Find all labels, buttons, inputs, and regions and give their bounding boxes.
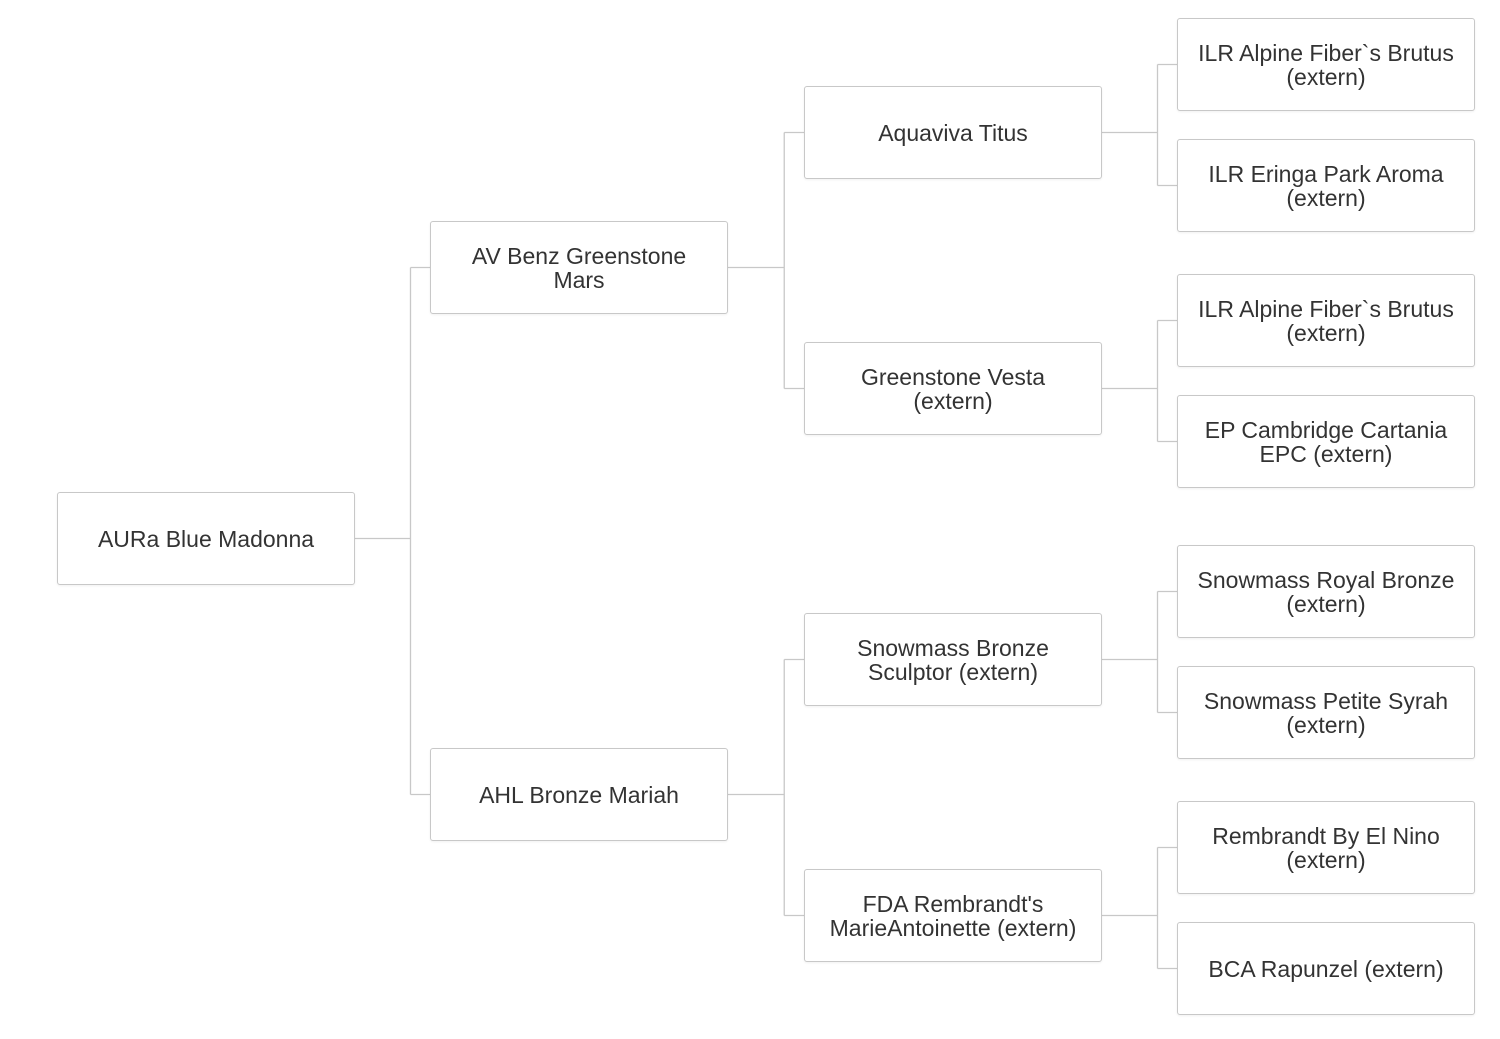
node-label: AV Benz Greenstone Mars: [471, 242, 687, 293]
node-label: Rembrandt By El Nino (extern): [1212, 822, 1440, 873]
node-label: Snowmass Petite Syrah (extern): [1203, 687, 1449, 738]
pedigree-node-sire-sire[interactable]: Aquaviva Titus: [804, 86, 1102, 179]
node-label: AURa Blue Madonna: [97, 525, 315, 552]
pedigree-node-sire-sire-sire[interactable]: ILR Alpine Fiber`s Brutus (extern): [1177, 18, 1475, 111]
node-label: ILR Eringa Park Aroma (extern): [1208, 160, 1444, 211]
pedigree-node-sire[interactable]: AV Benz Greenstone Mars: [430, 221, 728, 314]
node-label: Snowmass Bronze Sculptor (extern): [857, 634, 1049, 685]
node-label: ILR Alpine Fiber`s Brutus (extern): [1198, 295, 1454, 346]
pedigree-node-sire-dam[interactable]: Greenstone Vesta (extern): [804, 342, 1102, 435]
node-label: AHL Bronze Mariah: [479, 781, 679, 808]
pedigree-node-dam-sire[interactable]: Snowmass Bronze Sculptor (extern): [804, 613, 1102, 706]
pedigree-node-root[interactable]: AURa Blue Madonna: [57, 492, 355, 585]
node-label: Aquaviva Titus: [878, 119, 1028, 146]
pedigree-node-dam-sire-sire[interactable]: Snowmass Royal Bronze (extern): [1177, 545, 1475, 638]
pedigree-node-sire-dam-dam[interactable]: EP Cambridge Cartania EPC (extern): [1177, 395, 1475, 488]
node-label: EP Cambridge Cartania EPC (extern): [1204, 416, 1448, 467]
node-label: BCA Rapunzel (extern): [1208, 955, 1444, 982]
pedigree-node-sire-sire-dam[interactable]: ILR Eringa Park Aroma (extern): [1177, 139, 1475, 232]
pedigree-node-dam-dam[interactable]: FDA Rembrandt's MarieAntoinette (extern): [804, 869, 1102, 962]
node-label: Snowmass Royal Bronze (extern): [1197, 566, 1455, 617]
node-label: FDA Rembrandt's MarieAntoinette (extern): [829, 890, 1077, 941]
pedigree-node-dam-dam-sire[interactable]: Rembrandt By El Nino (extern): [1177, 801, 1475, 894]
pedigree-node-dam-sire-dam[interactable]: Snowmass Petite Syrah (extern): [1177, 666, 1475, 759]
pedigree-node-dam-dam-dam[interactable]: BCA Rapunzel (extern): [1177, 922, 1475, 1015]
node-label: Greenstone Vesta (extern): [860, 363, 1046, 414]
pedigree-node-dam[interactable]: AHL Bronze Mariah: [430, 748, 728, 841]
node-label: ILR Alpine Fiber`s Brutus (extern): [1198, 39, 1454, 90]
pedigree-node-sire-dam-sire[interactable]: ILR Alpine Fiber`s Brutus (extern): [1177, 274, 1475, 367]
